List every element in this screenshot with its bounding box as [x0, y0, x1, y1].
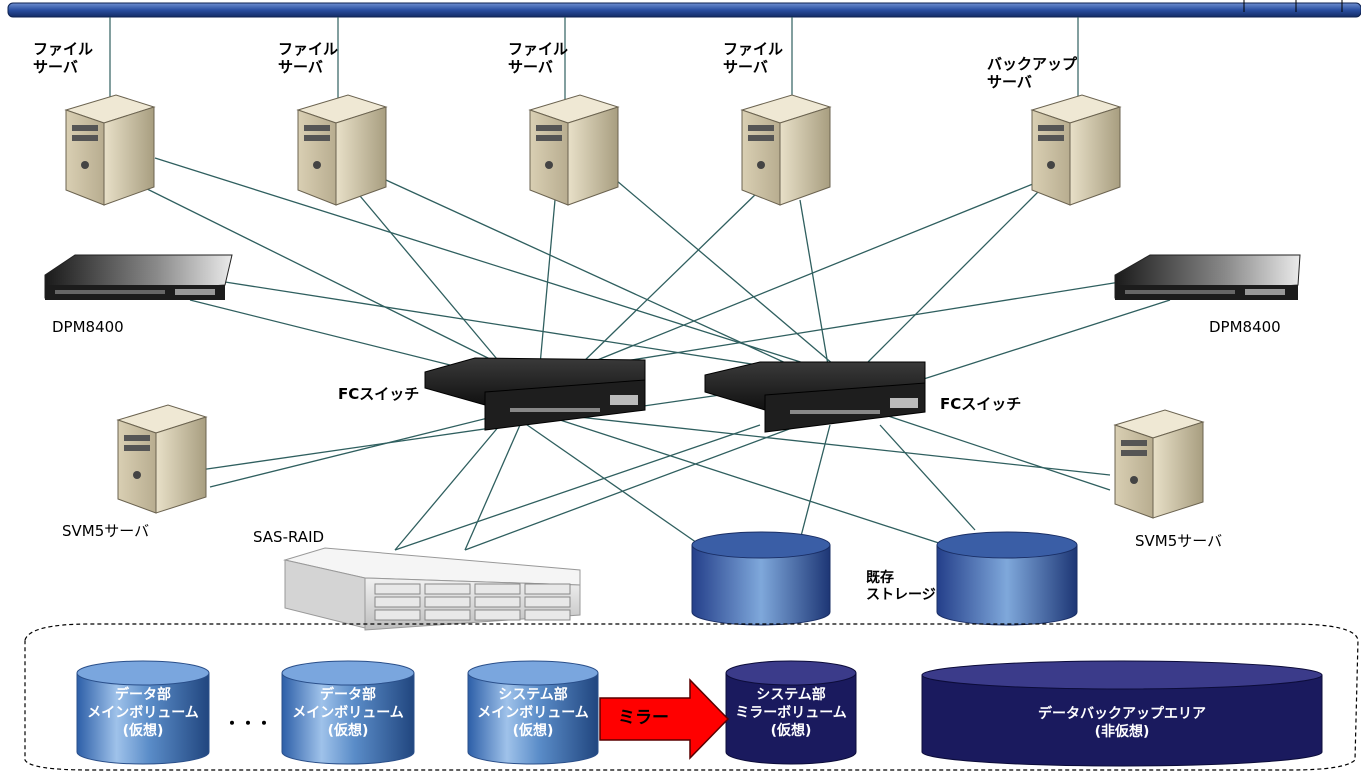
volume-system-mirror: [725, 660, 857, 765]
sas-raid-array: [283, 547, 581, 631]
sas-raid-label: SAS-RAID: [253, 528, 325, 546]
file-server-3-label: ファイル サーバ: [508, 40, 569, 76]
mirror-arrow-label: ミラー: [618, 708, 669, 728]
volume-backup-area-label: データバックアップエリア (非仮想): [1038, 706, 1206, 741]
svm-server-left: [116, 404, 208, 514]
file-server-2-label: ファイル サーバ: [278, 40, 339, 76]
volume-system-main-label: システム部 メインボリューム (仮想): [477, 687, 589, 740]
server-tower-4: [740, 94, 832, 206]
file-server-4-label: ファイル サーバ: [723, 40, 784, 76]
backup-server-label: バックアップ サーバ: [987, 55, 1078, 91]
server-tower-5: [1030, 94, 1122, 206]
ellipsis: ・・・: [224, 714, 273, 733]
lan-bar: [7, 2, 1361, 18]
volume-data-1: [76, 660, 210, 765]
existing-storage-label: 既存 ストレージ: [866, 570, 936, 603]
fc-switch-left-label: FCスイッチ: [338, 385, 420, 403]
server-tower-3: [528, 94, 620, 206]
svm-left-label: SVM5サーバ: [62, 522, 150, 540]
svm-server-right: [1113, 409, 1205, 519]
volume-system-main: [467, 660, 599, 765]
san-links: [124, 157, 1171, 551]
storage-cylinder-2: [936, 531, 1078, 626]
volume-backup-area: [921, 660, 1323, 767]
dpm-appliance-right: [1114, 254, 1301, 300]
dpm-appliance-left: [44, 254, 233, 300]
virtual-volume-enclosure: [24, 623, 1359, 771]
dpm-right-label: DPM8400: [1209, 318, 1281, 336]
volume-data-1-label: データ部 メインボリューム (仮想): [87, 687, 199, 740]
server-tower-1: [64, 94, 156, 206]
dpm-left-label: DPM8400: [52, 318, 124, 336]
svm-right-label: SVM5サーバ: [1135, 532, 1223, 550]
server-tower-2: [296, 94, 388, 206]
storage-cylinder-1: [691, 531, 831, 626]
volume-data-2: [281, 660, 415, 765]
mirror-arrow: [599, 678, 730, 760]
fc-switch-right: [704, 361, 926, 433]
fc-switch-right-label: FCスイッチ: [940, 395, 1022, 413]
fc-switch-left: [424, 357, 646, 431]
volume-data-2-label: データ部 メインボリューム (仮想): [292, 687, 404, 740]
volume-system-mirror-label: システム部 ミラーボリューム (仮想): [735, 687, 847, 740]
file-server-1-label: ファイル サーバ: [33, 40, 94, 76]
